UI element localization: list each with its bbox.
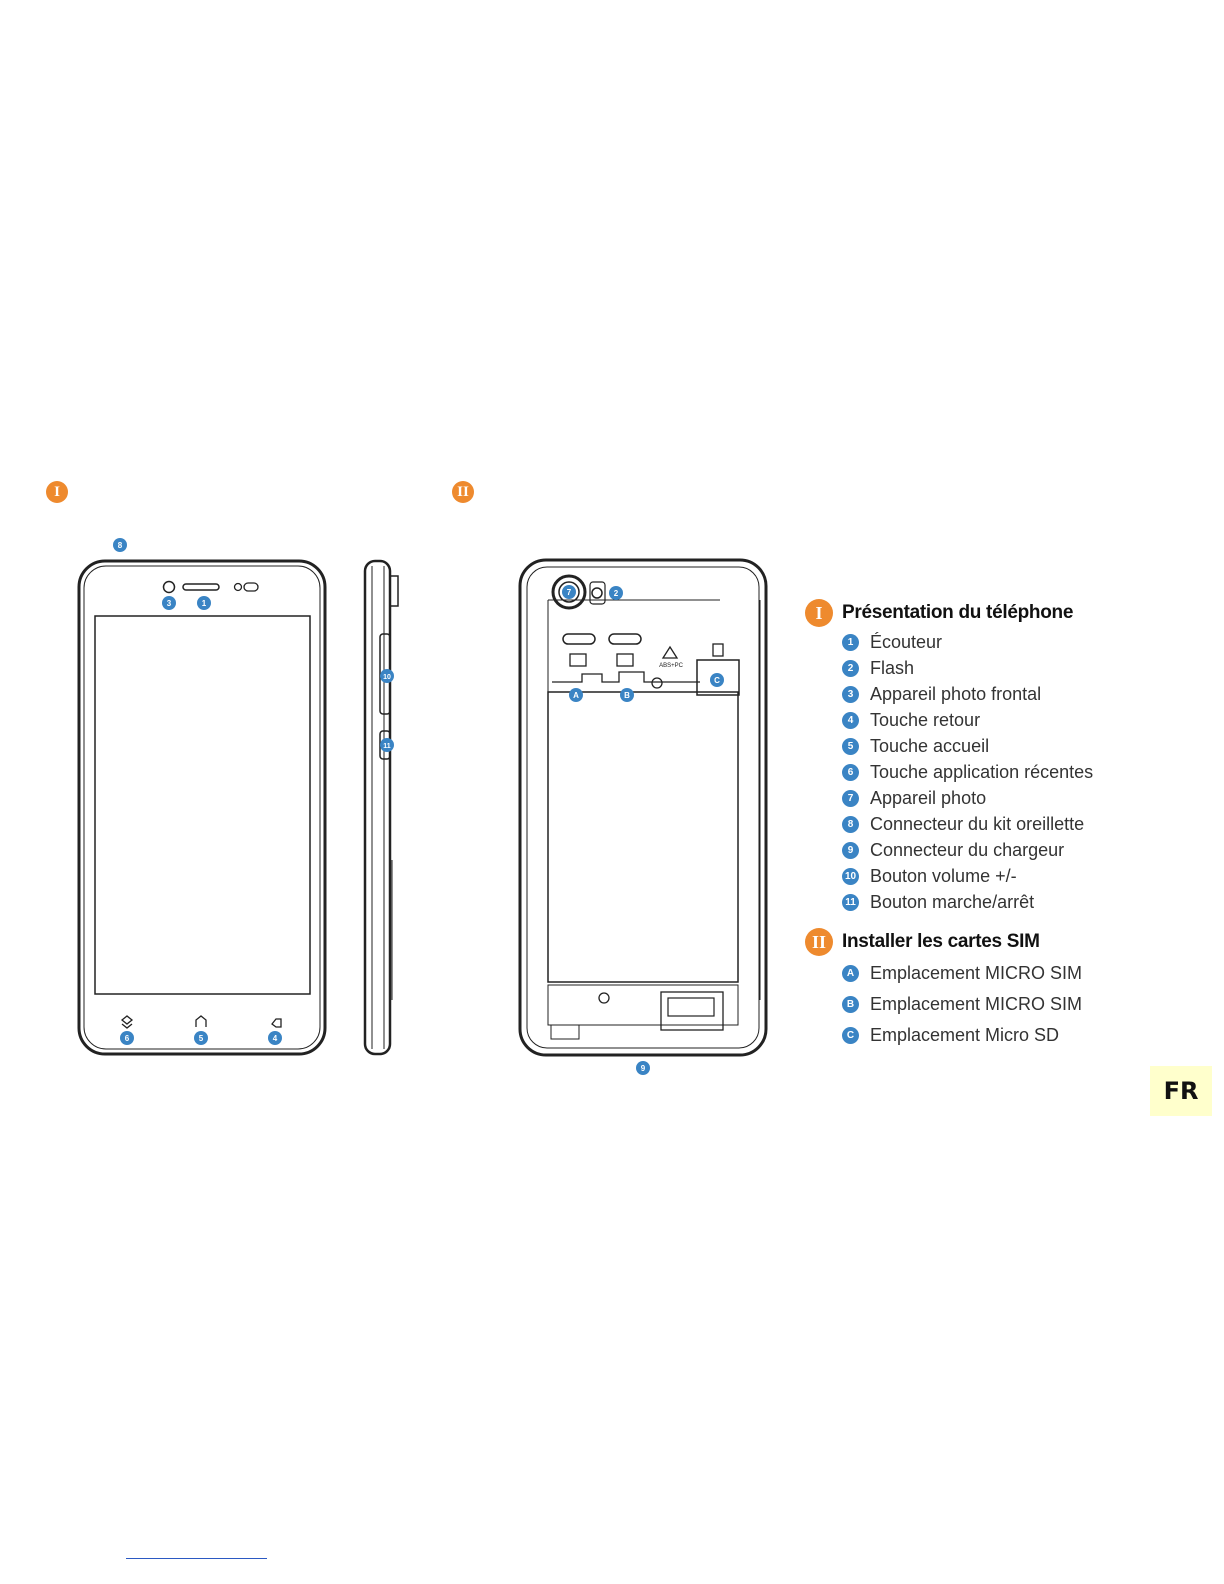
home-key-icon xyxy=(195,1015,207,1027)
heading-title-presentation: Présentation du téléphone xyxy=(842,602,1074,623)
legend-item: 1 Écouteur xyxy=(842,629,1165,655)
legend-heading-sim: II Installer les cartes SIM xyxy=(805,927,1165,957)
rear-camera-icon xyxy=(551,574,587,610)
material-mark: ABS+PC xyxy=(659,663,684,669)
callout-a-label: A xyxy=(573,691,579,700)
callout-4 xyxy=(268,1031,282,1045)
legend-label: Emplacement MICRO SIM xyxy=(870,994,1083,1014)
section-badge-presentation: I xyxy=(46,481,68,503)
heading-badge-sim: II xyxy=(805,928,833,956)
phone-side-view xyxy=(363,559,399,1056)
legend-label: Emplacement MICRO SIM xyxy=(870,963,1083,983)
legend-item: 4 Touche retour xyxy=(842,707,1165,733)
legend-label: Emplacement Micro SD xyxy=(870,1025,1060,1045)
recent-apps-key-icon xyxy=(120,1015,134,1029)
legend-number: 11 xyxy=(842,893,859,911)
legend-item: A Emplacement MICRO SIM xyxy=(842,958,1165,989)
callout-8 xyxy=(113,538,127,552)
legend-label: Flash xyxy=(870,657,915,678)
legend-label: Connecteur du kit oreillette xyxy=(870,813,1085,834)
callout-b xyxy=(620,688,634,702)
legend-label: Bouton volume +/- xyxy=(870,865,1017,886)
callout-2 xyxy=(609,586,623,600)
callout-9 xyxy=(636,1061,650,1075)
callout-6-label: 6 xyxy=(125,1034,130,1043)
legend-label: Appareil photo frontal xyxy=(870,683,1042,704)
legend-number: 9 xyxy=(842,841,859,859)
callout-4-label: 4 xyxy=(273,1034,278,1043)
legend-number: C xyxy=(842,1027,859,1044)
callout-11-label: 11 xyxy=(383,743,391,750)
legend-item: 11 Bouton marche/arrêt xyxy=(842,889,1165,915)
legend-number: B xyxy=(842,996,859,1013)
legend-number: 3 xyxy=(842,685,859,703)
callout-5 xyxy=(194,1031,208,1045)
legend-label: Écouteur xyxy=(870,631,943,652)
callout-a xyxy=(569,688,583,702)
callout-5-label: 5 xyxy=(199,1034,204,1043)
callout-7-label: 7 xyxy=(567,588,572,597)
legend-item: 7 Appareil photo xyxy=(842,785,1165,811)
language-tab: FR xyxy=(1150,1066,1212,1116)
callout-3-label: 3 xyxy=(167,599,172,608)
callout-c xyxy=(710,673,724,687)
legend-item: 6 Touche application récentes xyxy=(842,759,1165,785)
legend-number: 10 xyxy=(842,867,859,885)
legend-number: 5 xyxy=(842,737,859,755)
legend-item: 8 Connecteur du kit oreillette xyxy=(842,811,1165,837)
heading-title-sim: Installer les cartes SIM xyxy=(842,931,1040,952)
legend-item: B Emplacement MICRO SIM xyxy=(842,989,1165,1020)
callout-8-label: 8 xyxy=(118,541,123,550)
legend-label: Touche retour xyxy=(870,709,981,730)
flash-icon xyxy=(591,587,603,599)
legend-item: 3 Appareil photo frontal xyxy=(842,681,1165,707)
footer-link-line xyxy=(126,1558,267,1559)
earpiece-icon xyxy=(182,583,220,591)
legend-number: 1 xyxy=(842,633,859,651)
callout-10 xyxy=(380,669,394,683)
callout-b-label: B xyxy=(624,691,630,700)
legend-item: C Emplacement Micro SD xyxy=(842,1020,1165,1051)
legend-number: 6 xyxy=(842,763,859,781)
callout-c-label: C xyxy=(714,676,720,685)
legend-item: 5 Touche accueil xyxy=(842,733,1165,759)
legend-heading-presentation: I Présentation du téléphone xyxy=(805,598,1165,628)
phone-back-view xyxy=(518,558,768,1057)
callout-6 xyxy=(120,1031,134,1045)
legend-label: Touche accueil xyxy=(870,735,990,756)
legend-item: 10 Bouton volume +/- xyxy=(842,863,1165,889)
back-key-icon xyxy=(271,1018,282,1028)
legend-item: 9 Connecteur du chargeur xyxy=(842,837,1165,863)
front-camera-icon xyxy=(162,580,176,594)
legend-label: Connecteur du chargeur xyxy=(870,839,1065,860)
legend-item: 2 Flash xyxy=(842,655,1165,681)
legend-list-presentation: 1 Écouteur 2 Flash 3 Appareil photo frontal… xyxy=(805,629,1165,915)
callout-3 xyxy=(162,596,176,610)
callout-10-label: 10 xyxy=(383,674,391,681)
legend-number: A xyxy=(842,965,859,982)
legend-list-sim: A Emplacement MICRO SIM B Emplacement MICR… xyxy=(805,958,1165,1051)
legend-number: 2 xyxy=(842,659,859,677)
callout-1-label: 1 xyxy=(202,599,207,608)
callout-1 xyxy=(197,596,211,610)
callout-7 xyxy=(562,585,576,599)
legend-label: Appareil photo xyxy=(870,787,987,808)
phone-front-view xyxy=(77,559,327,1056)
legend-label: Touche application récentes xyxy=(870,761,1094,782)
section-badge-sim: II xyxy=(452,481,474,503)
legend-number: 4 xyxy=(842,711,859,729)
legend-number: 7 xyxy=(842,789,859,807)
callout-9-label: 9 xyxy=(641,1064,646,1073)
callout-2-label: 2 xyxy=(614,589,619,598)
legend-label: Bouton marche/arrêt xyxy=(870,891,1035,912)
legend-number: 8 xyxy=(842,815,859,833)
heading-badge-presentation: I xyxy=(805,599,833,627)
callout-11 xyxy=(380,738,394,752)
